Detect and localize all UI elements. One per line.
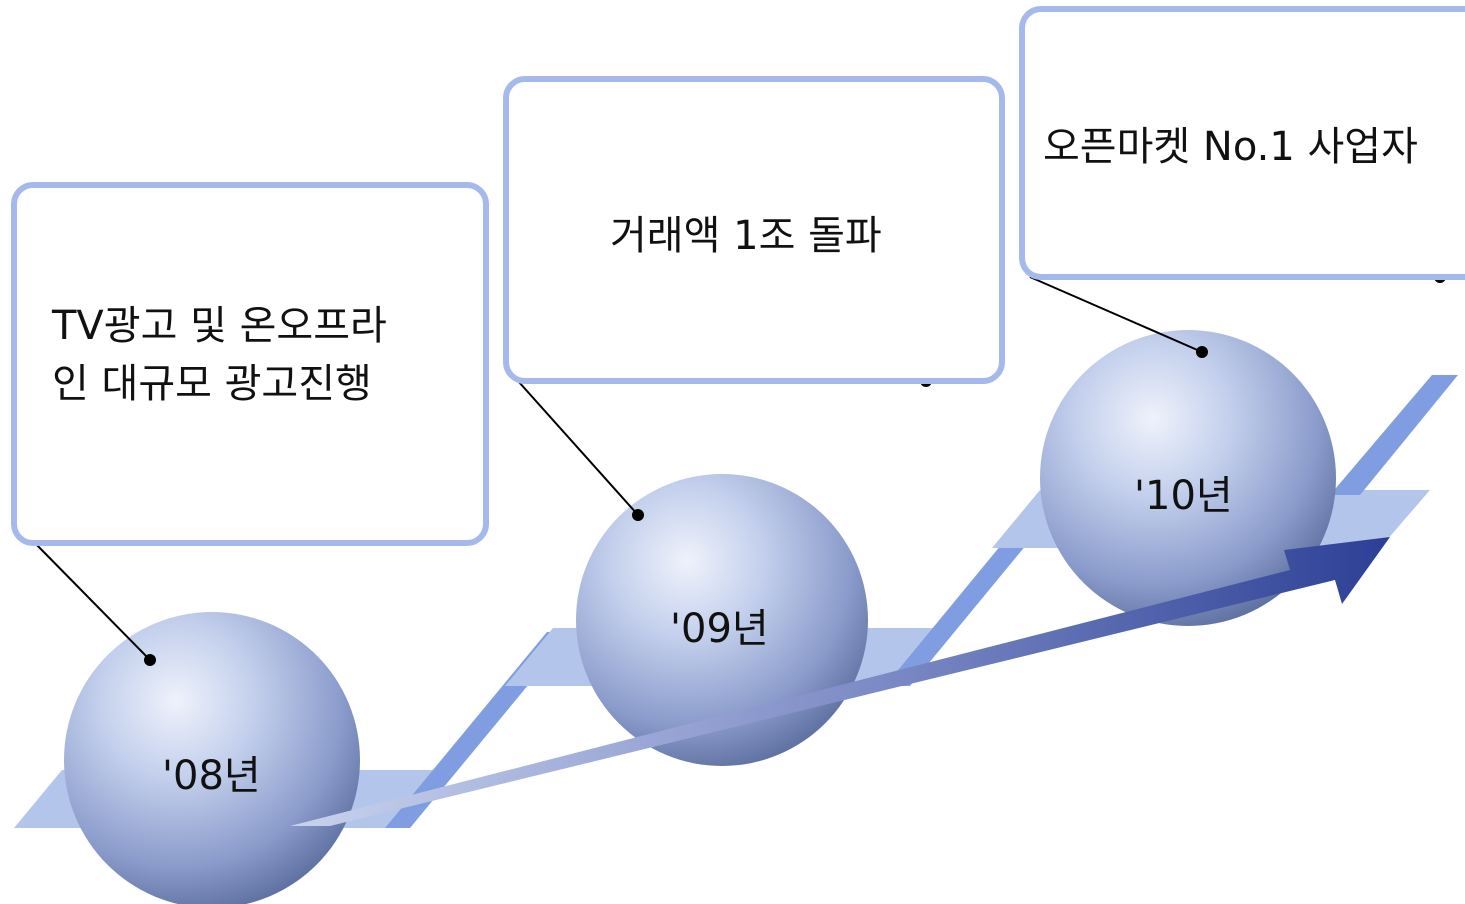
sphere-icon-2009 — [576, 474, 868, 766]
sphere-icon-2010 — [1040, 330, 1336, 626]
year-label-2008: '08년 — [162, 753, 261, 799]
milestone-description-2008: TV광고 및 온오프라 인 대규모 광고진행 — [52, 303, 387, 407]
year-label-2009: '09년 — [670, 606, 769, 652]
step-riser-top — [1330, 375, 1458, 495]
callout-2008 — [11, 182, 489, 546]
callout-2010 — [1019, 6, 1465, 280]
year-label-2010: '10년 — [1134, 473, 1233, 519]
milestone-description-2009: 거래액 1조 돌파 — [610, 213, 882, 259]
callout-2009 — [503, 76, 1005, 384]
milestone-description-2010: 오픈마켓 No.1 사업자 — [1043, 124, 1418, 170]
sphere-icon-2008 — [64, 612, 360, 904]
